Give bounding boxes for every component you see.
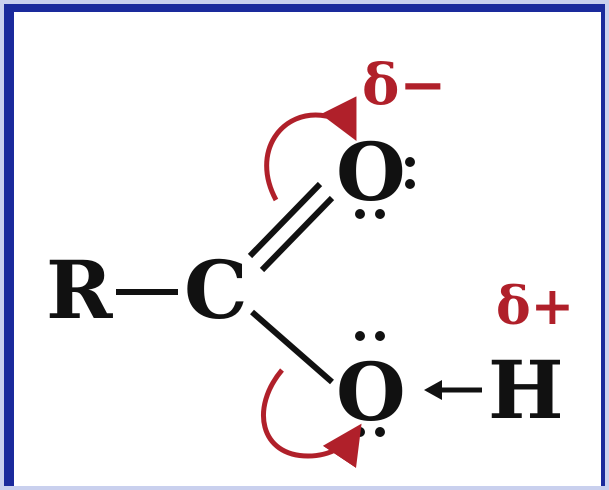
delta-plus-label: δ+ xyxy=(496,276,574,337)
carboxylic-acid-diagram: δ− δ+ R C O O H xyxy=(46,52,574,469)
bond-c-o-single xyxy=(250,309,334,385)
atom-h: H xyxy=(488,343,564,437)
delta-minus-label: δ− xyxy=(362,52,446,118)
bond-c-o-double xyxy=(247,181,335,273)
curved-arrow-bottom xyxy=(260,368,362,469)
atom-r: R xyxy=(46,243,113,337)
atom-o-hydroxyl: O xyxy=(336,345,406,439)
lone-pairs-carbonyl-oxygen xyxy=(355,157,415,219)
atom-o-carbonyl: O xyxy=(336,125,406,219)
lone-pairs-hydroxyl-oxygen xyxy=(355,331,385,437)
atom-c: C xyxy=(184,243,248,337)
curved-arrow-top xyxy=(264,96,357,202)
diagram-panel: δ− δ+ R C O O H xyxy=(14,12,601,486)
arrow-h-to-o xyxy=(424,380,482,400)
